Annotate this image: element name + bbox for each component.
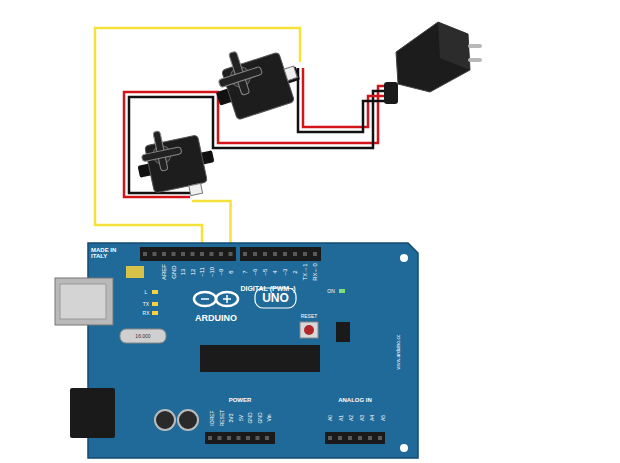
capacitor	[178, 410, 198, 430]
header-holes	[328, 436, 383, 440]
header-holes	[243, 252, 320, 256]
pin-label: 7	[242, 270, 248, 273]
pin-label: A2	[349, 415, 354, 421]
brand-name: ARDUINO	[195, 314, 237, 323]
digital-header	[240, 247, 321, 261]
pin-label: ~5	[262, 269, 268, 276]
servo-motor	[206, 35, 306, 124]
maker-note: MADE IN ITALY	[91, 247, 127, 259]
mounting-hole	[400, 444, 408, 452]
pin-label: A3	[359, 415, 364, 421]
adapter-plug	[384, 82, 398, 104]
pin-label: GND	[171, 265, 177, 278]
status-led	[152, 302, 158, 306]
header-title: POWER	[229, 397, 252, 403]
model-name: UNO	[262, 292, 289, 304]
pin-label: 8	[228, 270, 234, 273]
adapter-prong	[468, 44, 482, 48]
icsp-header	[126, 266, 144, 278]
analog-header	[325, 432, 385, 444]
pin-label: A1	[338, 415, 343, 421]
logo-loop	[216, 292, 238, 306]
servo-horn	[141, 147, 182, 162]
logo-loop	[194, 292, 216, 306]
button-label: RESET	[301, 314, 318, 319]
pin-label: RESET	[219, 410, 224, 427]
pin-label: 2	[292, 270, 298, 273]
pin-label: 3V3	[229, 414, 234, 423]
pin-label: RX←0	[312, 263, 318, 281]
header-holes	[143, 252, 234, 256]
crystal	[120, 329, 166, 343]
pin-label: ~9	[218, 269, 224, 276]
digital-header	[140, 247, 236, 261]
status-led	[152, 290, 158, 294]
reset-cap	[304, 325, 314, 335]
pin-label: 13	[180, 269, 186, 276]
microcontroller	[200, 345, 320, 372]
pin-label: A5	[380, 415, 385, 421]
led-label: TX	[143, 302, 149, 307]
status-led	[339, 289, 345, 293]
pin-label: ~3	[282, 269, 288, 276]
pin-label: TX→1	[302, 263, 308, 280]
led-label: RX	[143, 311, 150, 316]
crystal-marking: 16.000	[135, 334, 150, 339]
power-wire-black	[298, 68, 392, 132]
website: www.arduino.cc	[396, 334, 401, 369]
mounting-hole	[400, 254, 408, 262]
pin-label: ~6	[252, 269, 258, 276]
servo-motor	[131, 121, 220, 205]
led-label: ON	[327, 289, 335, 294]
pin-label: ~11	[199, 267, 205, 277]
pin-label: 12	[190, 269, 196, 276]
logo-minus	[201, 298, 209, 300]
arduino-board	[55, 243, 418, 458]
header-title: ANALOG IN	[338, 397, 372, 403]
capacitor	[155, 410, 175, 430]
led-label: L	[145, 290, 148, 295]
servo-body	[221, 52, 294, 120]
pin-label: 5V	[238, 415, 243, 421]
pin-label: IOREF	[210, 410, 215, 425]
adapter-face	[438, 22, 470, 70]
power-header	[205, 432, 275, 444]
power-wire-red	[303, 68, 392, 127]
header-holes	[208, 436, 273, 440]
pin-label: Vin	[267, 414, 272, 421]
pin-label: A0	[328, 415, 333, 421]
pin-label: GND	[257, 412, 262, 423]
servo-connector	[189, 183, 203, 195]
pin-label: A4	[370, 415, 375, 421]
power-adapter	[384, 22, 482, 104]
icsp-header	[336, 322, 350, 342]
adapter-prong	[468, 58, 482, 62]
adapter-body	[396, 22, 470, 92]
status-led	[152, 311, 158, 315]
power-jack	[70, 388, 115, 438]
usb-jack-inner	[60, 284, 106, 319]
usb-jack	[55, 278, 113, 325]
servo-connector	[284, 66, 297, 81]
pin-label: 4	[272, 270, 278, 273]
reset-button	[300, 322, 318, 338]
board-pcb	[88, 243, 418, 458]
pin-label: GND	[248, 412, 253, 423]
logo-plus	[226, 295, 228, 303]
signal-wire	[95, 28, 300, 250]
servo-horn	[218, 66, 262, 87]
pin-label: AREF	[161, 264, 167, 280]
pin-label: ~10	[209, 267, 215, 277]
header-title: DIGITAL (PWM~)	[240, 285, 295, 292]
